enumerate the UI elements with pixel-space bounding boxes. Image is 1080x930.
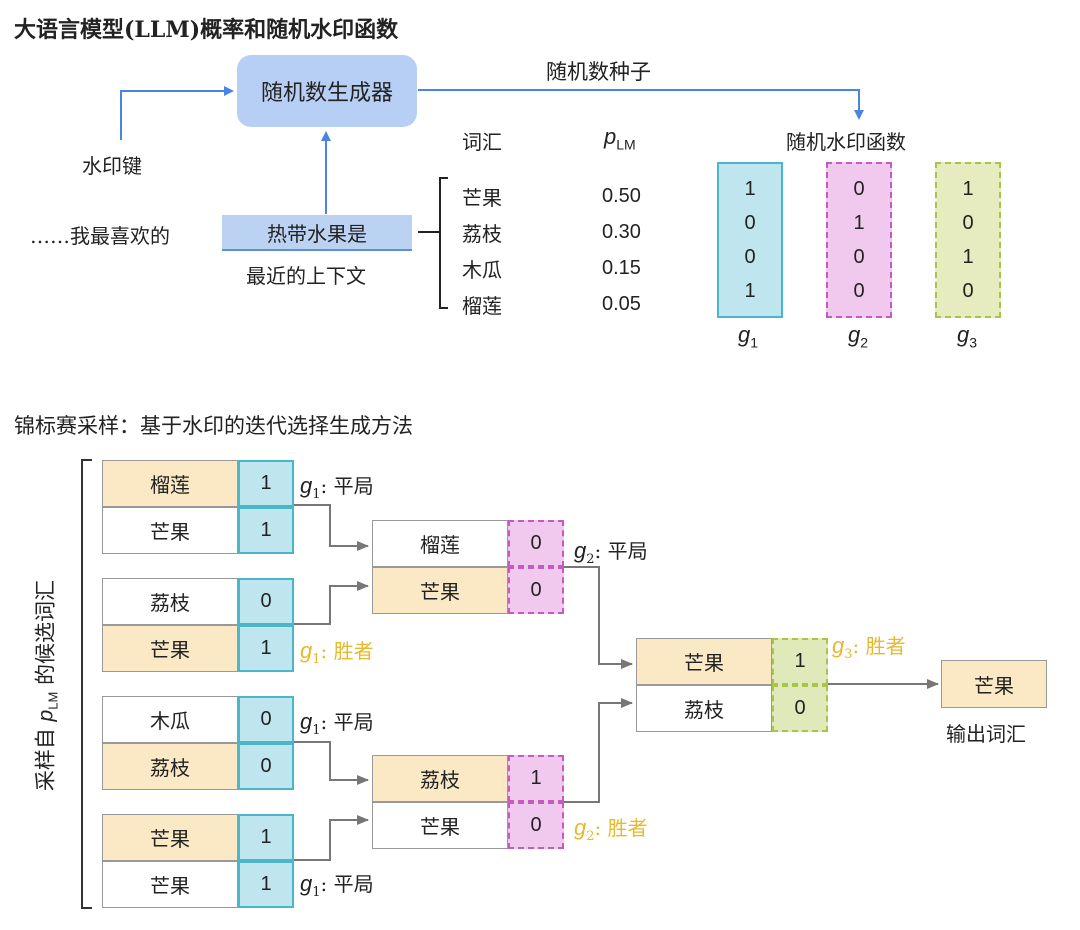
- g3-value: 1: [962, 177, 974, 200]
- candidate-word: 芒果: [372, 802, 508, 849]
- g1-score: 1: [238, 507, 294, 554]
- candidate-word: 荔枝: [102, 578, 238, 625]
- candidate-word: 荔枝: [372, 755, 508, 802]
- g2-score: 1: [508, 755, 564, 802]
- g2-value: 1: [853, 211, 865, 234]
- context-prefix: ……我最喜欢的: [30, 224, 170, 248]
- g2-value: 0: [853, 279, 865, 302]
- g1-label: g1: [738, 322, 759, 351]
- candidate-word: 芒果: [102, 814, 238, 861]
- g3-score: 1: [772, 638, 828, 685]
- round2-match2-result: g2: 胜者: [574, 815, 648, 844]
- g1-score: 0: [238, 578, 294, 625]
- round1-match3-row2: 荔枝 0: [102, 743, 294, 790]
- g2-value: 0: [853, 177, 865, 200]
- g3-value: 1: [962, 245, 974, 268]
- g2-score: 0: [508, 567, 564, 614]
- g2-label: g2: [848, 322, 869, 351]
- candidate-word: 芒果: [102, 625, 238, 672]
- recent-context-box: 热带水果是: [222, 215, 412, 251]
- plm-header: pLM: [604, 124, 636, 152]
- round3-result: g3: 胜者: [832, 633, 906, 662]
- recent-context-caption: 最近的上下文: [246, 264, 366, 288]
- g1-column: 1 0 0 1: [717, 162, 783, 318]
- part1-title: 大语言模型(LLM)概率和随机水印函数: [14, 17, 399, 43]
- round2-match1-row2: 芒果 0: [372, 567, 564, 614]
- random-number-generator-box: 随机数生成器: [237, 55, 417, 127]
- prob-value: 0.15: [602, 257, 641, 279]
- g2-score: 0: [508, 520, 564, 567]
- prob-value: 0.05: [602, 293, 641, 315]
- candidate-word: 榴莲: [372, 520, 508, 567]
- g1-value: 1: [744, 279, 756, 302]
- vocab-list: 芒果 荔枝 木瓜 榴莲: [462, 180, 502, 324]
- g1-score: 1: [238, 814, 294, 861]
- round2-match1-result: g2: 平局: [574, 538, 648, 567]
- g3-score: 0: [772, 685, 828, 732]
- candidate-word: 榴莲: [102, 460, 238, 507]
- plm-sub: LM: [616, 136, 636, 153]
- vocab-item: 荔枝: [462, 222, 502, 246]
- g1-score: 0: [238, 696, 294, 743]
- g1-score: 1: [238, 460, 294, 507]
- round3-row2: 荔枝 0: [636, 685, 828, 732]
- watermark-function-header: 随机水印函数: [786, 130, 906, 154]
- candidate-word: 荔枝: [636, 685, 772, 732]
- vocab-item: 木瓜: [462, 258, 502, 282]
- round3-row1: 芒果 1: [636, 638, 828, 685]
- round1-match3-row1: 木瓜 0: [102, 696, 294, 743]
- candidate-word: 芒果: [102, 507, 238, 554]
- round1-match4-row1: 芒果 1: [102, 814, 294, 861]
- g2-score: 0: [508, 802, 564, 849]
- g1-score: 1: [238, 861, 294, 908]
- output-token-box: 芒果: [941, 660, 1047, 708]
- g3-column: 1 0 1 0: [935, 162, 1001, 318]
- candidate-word: 芒果: [102, 861, 238, 908]
- candidate-word: 木瓜: [102, 696, 238, 743]
- candidate-word: 芒果: [636, 638, 772, 685]
- round1-match2-result: g1: 胜者: [300, 638, 374, 667]
- round2-match2-row2: 芒果 0: [372, 802, 564, 849]
- round1-match2-row1: 荔枝 0: [102, 578, 294, 625]
- g1-value: 0: [744, 211, 756, 234]
- g1-score: 1: [238, 625, 294, 672]
- random-seed-label: 随机数种子: [546, 60, 651, 84]
- g1-score: 0: [238, 743, 294, 790]
- prob-value: 0.30: [602, 221, 641, 243]
- round1-match4-result: g1: 平局: [300, 871, 374, 900]
- part2-title: 锦标赛采样：基于水印的迭代选择生成方法: [14, 414, 413, 438]
- round2-match2-row1: 荔枝 1: [372, 755, 564, 802]
- round1-match4-row2: 芒果 1: [102, 861, 294, 908]
- g3-label: g3: [957, 322, 978, 351]
- candidate-word: 荔枝: [102, 743, 238, 790]
- round1-match1-row2: 芒果 1: [102, 507, 294, 554]
- round1-match3-result: g1: 平局: [300, 709, 374, 738]
- vocab-item: 榴莲: [462, 294, 502, 318]
- g1-value: 1: [744, 177, 756, 200]
- round1-match2-row2: 芒果 1: [102, 625, 294, 672]
- round1-match1-result: g1: 平局: [300, 473, 374, 502]
- round2-match1-row1: 榴莲 0: [372, 520, 564, 567]
- vocab-item: 芒果: [462, 186, 502, 210]
- g2-column: 0 1 0 0: [826, 162, 892, 318]
- prob-value: 0.50: [602, 185, 641, 207]
- candidate-word: 芒果: [372, 567, 508, 614]
- vocab-header: 词汇: [462, 130, 502, 154]
- output-token-caption: 输出词汇: [946, 722, 1026, 746]
- g1-value: 0: [744, 245, 756, 268]
- g3-value: 0: [962, 279, 974, 302]
- g3-value: 0: [962, 211, 974, 234]
- plm-p: p: [604, 124, 617, 149]
- candidate-side-label: 采样自 pLM 的候选词汇: [33, 580, 61, 792]
- round1-match1-row1: 榴莲 1: [102, 460, 294, 507]
- prob-list: 0.50 0.30 0.15 0.05: [602, 178, 641, 322]
- watermark-key-label: 水印键: [82, 154, 142, 178]
- g2-value: 0: [853, 245, 865, 268]
